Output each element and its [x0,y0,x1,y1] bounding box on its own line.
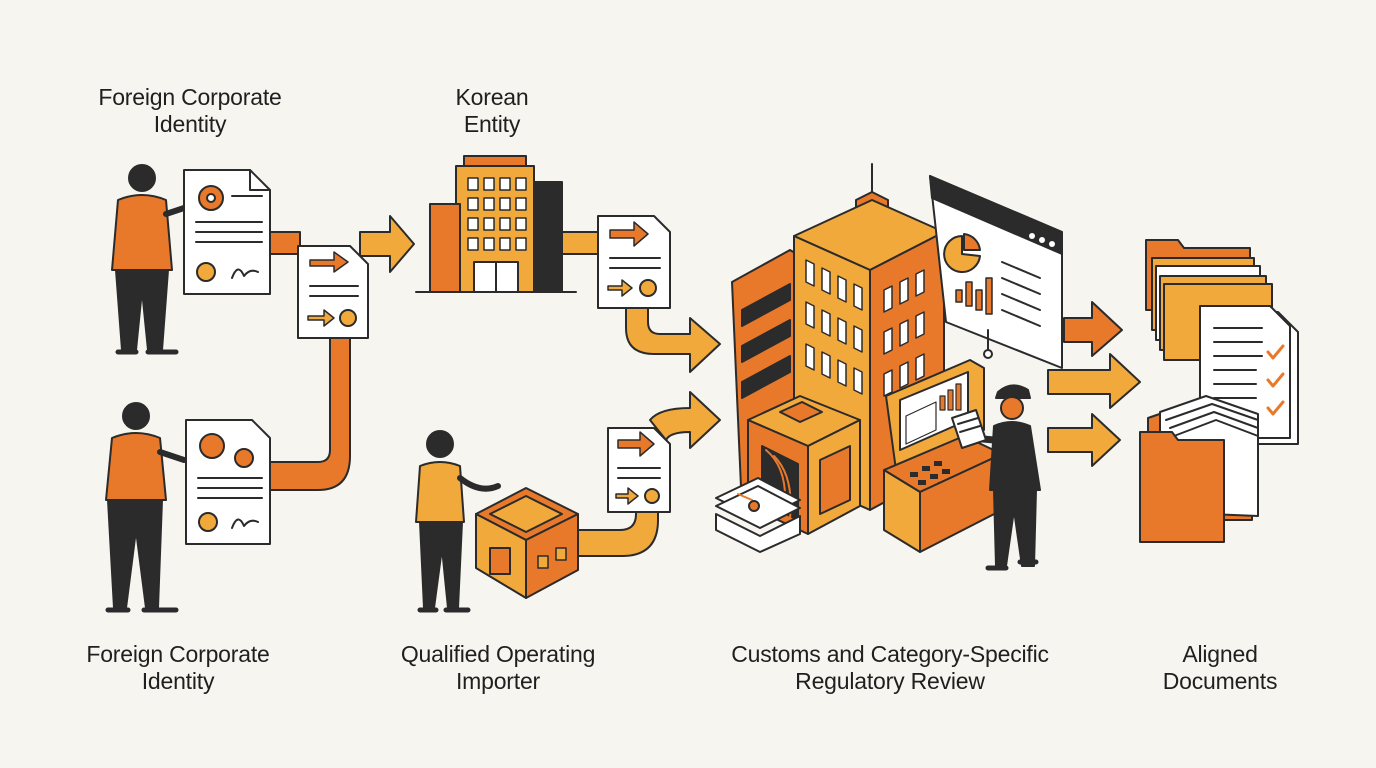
label-line: Identity [141,668,215,694]
label-line: Importer [455,668,541,694]
document-transfer-top [297,245,369,339]
label-foreign-corporate-identity-bottom: Foreign Corporate Identity [48,641,308,695]
label-line: Regulatory Review [795,668,985,694]
label-line: Entity [463,111,521,137]
connector-pipe [267,231,301,255]
signature-icon [231,518,259,529]
connector-arrow [359,215,415,273]
gear-icon [196,262,216,282]
building-windows [741,283,791,399]
pie-chart-icon [943,235,981,273]
connector-arrow [625,307,721,373]
gear-icon [199,433,225,459]
checkmark-icon [1266,372,1285,388]
connector-pipe [269,335,351,491]
checkmark-icon [1266,344,1285,360]
connector-arrow [1063,301,1123,357]
label-line: Qualified Operating [400,641,596,667]
checkmark-icon [1266,400,1285,416]
customs-officer [951,384,1041,571]
connector-pipe [561,231,601,255]
gear-icon [644,488,660,504]
customs-review-complex [715,163,1063,571]
label-qualified-operating-importer: Qualified Operating Importer [368,641,628,695]
document-importer [607,427,671,513]
connector-arrow [649,391,721,449]
label-line: Identity [153,111,227,137]
label-line: Aligned [1182,641,1258,667]
gear-icon [748,500,760,512]
label-aligned-documents: Aligned Documents [1120,641,1320,695]
label-customs-regulatory-review: Customs and Category-Specific Regulatory… [700,641,1080,695]
label-korean-entity: Korean Entity [392,84,592,138]
document-foreign-bottom [185,419,271,545]
aligned-documents-stack [1139,239,1299,543]
label-line: Customs and Category-Specific [731,641,1049,667]
gear-icon [339,309,357,327]
connector-arrow [1047,413,1121,467]
person-foreign-bottom [105,402,187,613]
document-entity [597,215,671,309]
gear-icon [639,279,657,297]
scanner-machine [715,395,861,553]
building-korean-entity [415,155,577,293]
label-line: Foreign Corporate [86,641,270,667]
label-line: Foreign Corporate [98,84,282,110]
inspection-console [883,359,1003,553]
gear-icon [234,448,254,468]
document-foreign-top [183,169,271,295]
label-line: Documents [1162,668,1278,694]
person-importer [415,430,501,613]
connector-arrow [1047,353,1141,409]
building-windows [805,259,925,397]
person-foreign-top [111,164,187,355]
building-windows [467,177,527,251]
signature-icon [231,268,259,279]
bar-chart-icon [955,277,993,315]
gear-icon [198,512,218,532]
label-foreign-corporate-identity-top: Foreign Corporate Identity [60,84,320,138]
dashboard-screen [929,175,1063,369]
label-line: Korean [455,84,529,110]
importer-box [475,487,579,599]
flow-connectors [267,215,1141,557]
